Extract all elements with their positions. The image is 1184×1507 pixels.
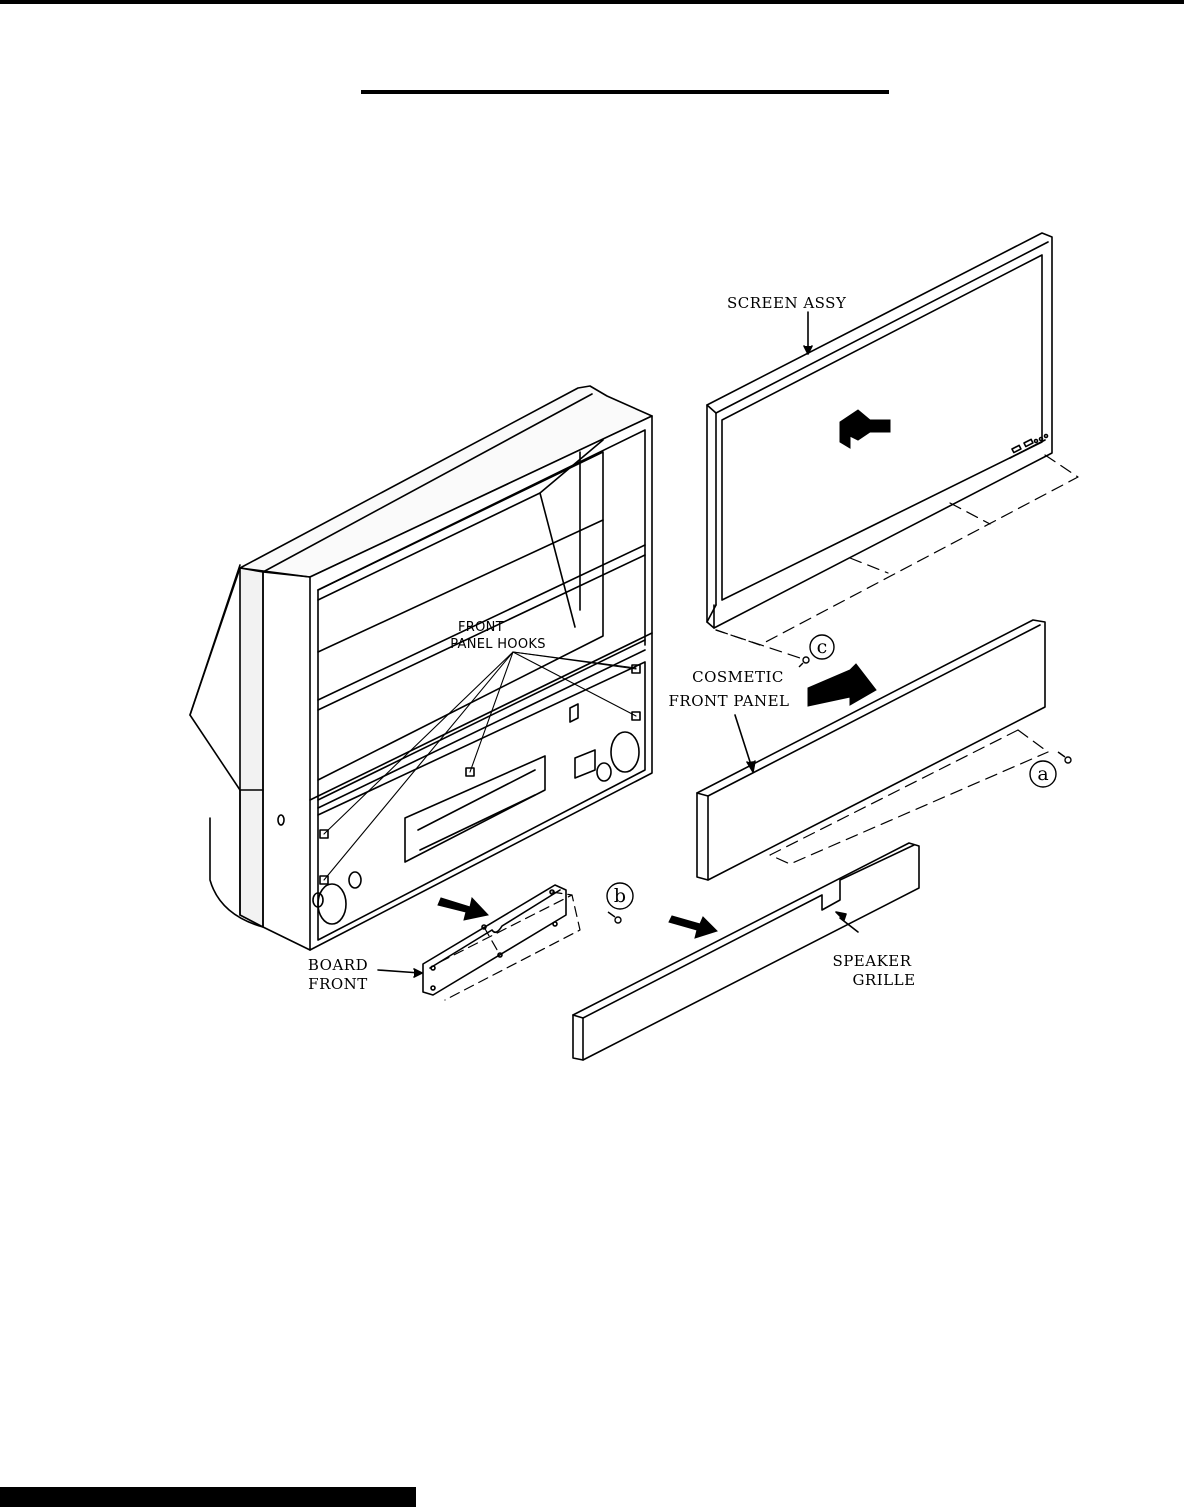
label-front-panel-hooks-line2: PANEL HOOKS	[450, 637, 546, 652]
cosmetic-front-panel-part	[696, 619, 1046, 881]
label-speaker-grille-line1: SPEAKER	[832, 952, 911, 970]
board-removal-arrow	[437, 896, 489, 921]
hook-leader-lines	[323, 651, 637, 881]
grille-removal-arrow	[668, 915, 718, 939]
top-rule	[0, 0, 1184, 4]
speaker-grille-part	[572, 842, 920, 1061]
title-underline	[361, 90, 889, 94]
board-front-part	[422, 884, 567, 996]
label-speaker-grille-line2: GRILLE	[852, 971, 915, 989]
callout-c-circle	[809, 634, 835, 660]
board-leader	[377, 969, 421, 974]
label-front-panel-hooks-line1: FRONT	[458, 620, 504, 635]
callout-a: a	[1037, 763, 1048, 785]
grille-leader	[839, 917, 859, 933]
label-cosmetic-line1: COSMETIC	[692, 668, 784, 686]
screws	[607, 656, 1072, 924]
screen-dashed-lines	[715, 454, 1079, 661]
panel-dashed-lines	[769, 729, 1049, 865]
callout-b: b	[614, 885, 626, 907]
callout-c: c	[817, 636, 828, 658]
callout-b-circle	[606, 882, 634, 910]
screen-removal-arrow	[839, 409, 891, 449]
footer-bar	[0, 1487, 416, 1507]
callout-a-circle	[1029, 760, 1057, 788]
tv-cabinet	[189, 385, 653, 951]
label-screen-assy: SCREEN ASSY	[727, 294, 847, 312]
cosmetic-leader	[734, 714, 753, 769]
label-cosmetic-line2: FRONT PANEL	[669, 692, 790, 710]
label-board-line2: FRONT	[308, 975, 368, 993]
label-board-line1: BOARD	[308, 956, 368, 974]
board-dashed-lines	[439, 891, 581, 1001]
panel-removal-arrow	[807, 663, 877, 707]
